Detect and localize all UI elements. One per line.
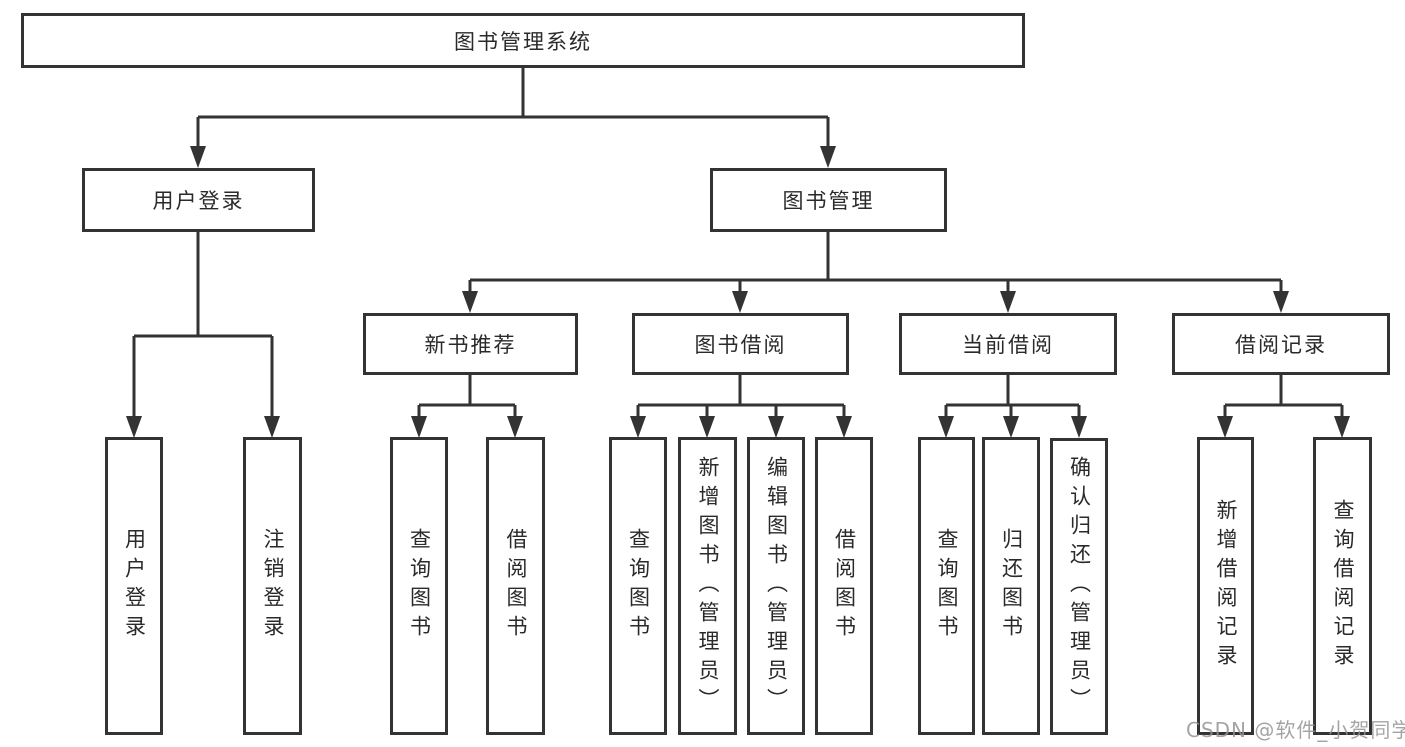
node-current-borrow-label: 当前借阅 (962, 333, 1054, 357)
node-leaf-nbr-query-books-label: 查询图书 (407, 528, 432, 644)
node-leaf-bb-query-books-label: 查询图书 (626, 528, 651, 644)
node-leaf-nbr-borrow-books-label: 借阅图书 (504, 528, 528, 644)
node-leaf-user-login-label: 用户登录 (122, 528, 147, 644)
node-leaf-bb-borrow-books-label: 借阅图书 (832, 528, 857, 644)
node-leaf-user-login: 用户登录 (105, 437, 163, 735)
node-new-book-recommend-label: 新书推荐 (424, 333, 517, 357)
node-root-system-label: 图书管理系统 (454, 29, 592, 54)
arrowheads (126, 146, 1350, 438)
node-leaf-cb-confirm-return: 确认归还（管理员） (1050, 438, 1108, 735)
node-leaf-logout: 注销登录 (243, 437, 302, 735)
node-user-login-group-label: 用户登录 (152, 189, 245, 213)
node-leaf-cb-query-books: 查询图书 (918, 437, 975, 735)
node-leaf-cb-return-books-label: 归还图书 (999, 528, 1024, 644)
node-leaf-bb-edit-books-label: 编辑图书（管理员） (764, 455, 789, 717)
node-leaf-nbr-query-books: 查询图书 (390, 437, 448, 735)
node-leaf-bb-add-books: 新增图书（管理员） (678, 437, 737, 735)
node-leaf-bb-edit-books: 编辑图书（管理员） (747, 437, 805, 735)
node-leaf-br-query-record: 查询借阅记录 (1313, 437, 1372, 735)
node-leaf-cb-confirm-return-label: 确认归还（管理员） (1067, 456, 1092, 717)
node-leaf-bb-query-books: 查询图书 (609, 437, 667, 735)
node-root-system: 图书管理系统 (21, 13, 1025, 68)
node-leaf-cb-query-books-label: 查询图书 (935, 528, 959, 644)
node-borrow-records-label: 借阅记录 (1235, 333, 1327, 357)
node-book-borrow: 图书借阅 (632, 313, 849, 375)
node-new-book-recommend: 新书推荐 (363, 313, 578, 375)
node-book-mgmt-group-label: 图书管理 (782, 189, 875, 213)
csdn-watermark: CSDN @软件_小贺同学 (1186, 718, 1405, 742)
node-leaf-cb-return-books: 归还图书 (982, 437, 1040, 735)
node-book-borrow-label: 图书借阅 (694, 333, 787, 357)
node-leaf-br-query-record-label: 查询借阅记录 (1331, 499, 1355, 673)
node-borrow-records: 借阅记录 (1172, 313, 1390, 375)
node-leaf-bb-add-books-label: 新增图书（管理员） (696, 455, 720, 717)
node-leaf-logout-label: 注销登录 (261, 528, 285, 644)
node-leaf-bb-borrow-books: 借阅图书 (815, 437, 873, 735)
node-user-login-group: 用户登录 (82, 168, 315, 232)
node-leaf-nbr-borrow-books: 借阅图书 (486, 437, 545, 735)
node-leaf-br-add-record-label: 新增借阅记录 (1214, 499, 1238, 673)
node-book-mgmt-group: 图书管理 (710, 168, 947, 232)
node-leaf-br-add-record: 新增借阅记录 (1197, 437, 1254, 735)
node-current-borrow: 当前借阅 (899, 313, 1117, 375)
